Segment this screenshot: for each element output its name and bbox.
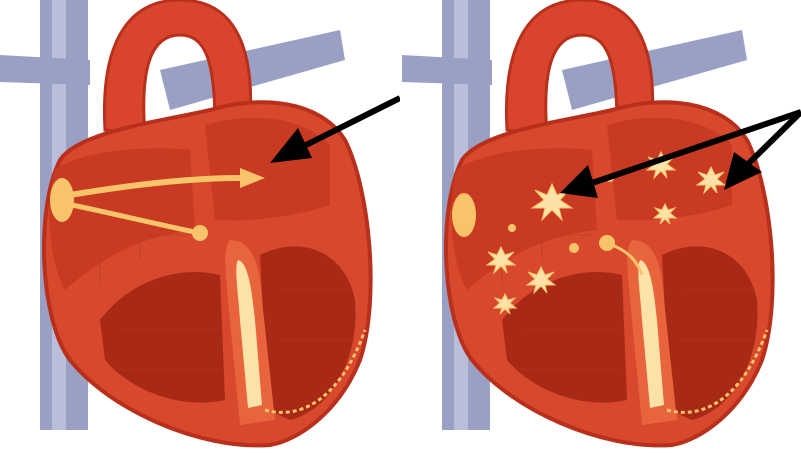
pulmonary-vessel	[160, 30, 345, 110]
sa-node	[50, 178, 74, 222]
spark-dot	[569, 243, 579, 253]
pulmonary-vessel-left	[0, 55, 90, 85]
heart-panel-normal	[0, 0, 400, 465]
left-atrium	[205, 118, 330, 221]
sa-node	[452, 193, 476, 237]
heart-panel-fibrillation	[402, 0, 801, 465]
av-node	[192, 225, 208, 241]
pulmonary-vessel	[562, 30, 747, 110]
spark-dot	[508, 224, 516, 232]
pulmonary-vessel-left	[402, 55, 492, 85]
